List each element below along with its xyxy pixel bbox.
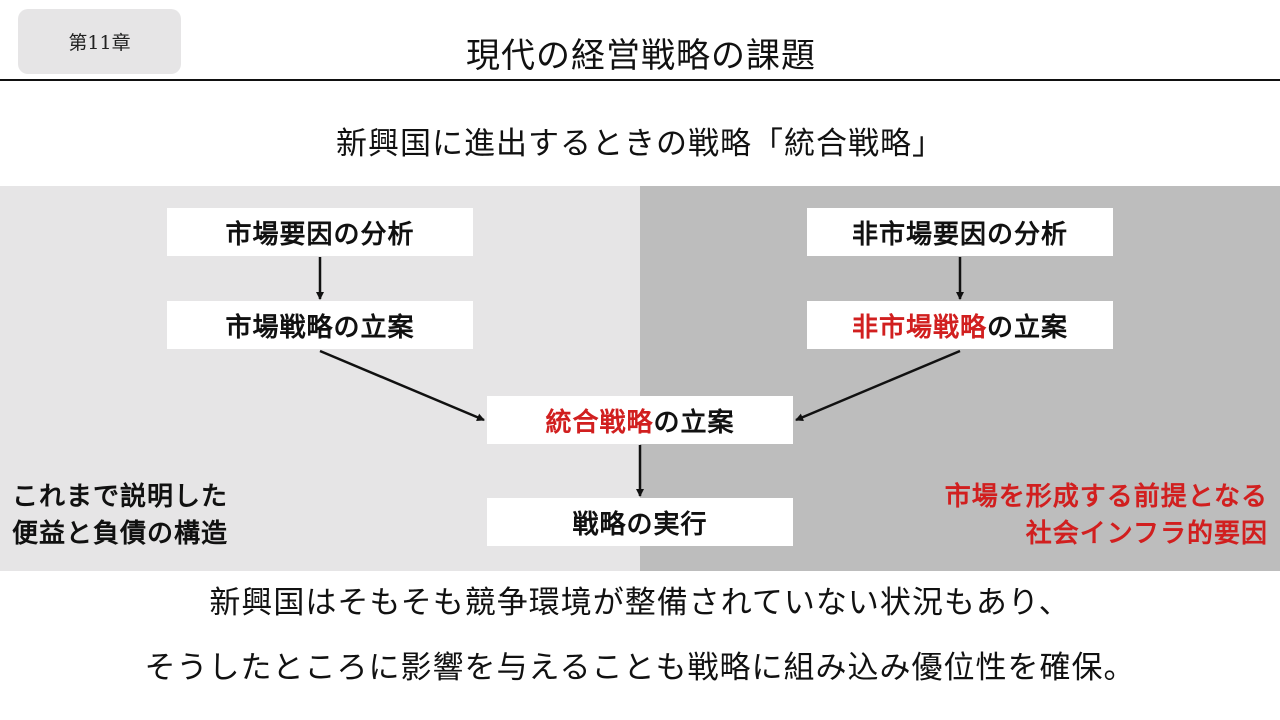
left-note-line2: 便益と負債の構造 <box>12 519 229 549</box>
nonmarket-strategy-rest: の立案 <box>987 312 1069 343</box>
nonmarket-strategy-box: 非市場戦略の立案 <box>807 301 1113 349</box>
market-strategy-box: 市場戦略の立案 <box>167 301 473 349</box>
right-note: 市場を形成する前提となる 社会インフラ的要因 <box>945 479 1268 553</box>
left-note: これまで説明した 便益と負債の構造 <box>12 479 228 553</box>
chapter-label: 第11章 <box>68 32 131 54</box>
nonmarket-analysis-box: 非市場要因の分析 <box>807 208 1113 256</box>
body-text-line2: そうしたところに影響を与えることも戦略に組み込み優位性を確保。 <box>144 650 1136 686</box>
left-note-line1: これまで説明した <box>12 482 229 512</box>
execution-label: 戦略の実行 <box>572 509 708 540</box>
page-title: 現代の経営戦略の課題 <box>466 36 816 76</box>
body-text-line1: 新興国はそもそも競争環境が整備されていない状況もあり、 <box>209 585 1071 621</box>
integrated-strategy-rest: の立案 <box>653 407 735 438</box>
nonmarket-analysis-label: 非市場要因の分析 <box>851 219 1068 250</box>
market-analysis-label: 市場要因の分析 <box>225 219 415 250</box>
execution-box: 戦略の実行 <box>487 498 793 546</box>
nonmarket-strategy-highlight: 非市場戦略 <box>851 312 987 343</box>
integrated-strategy-box: 統合戦略の立案 <box>487 396 793 444</box>
integrated-strategy-highlight: 統合戦略 <box>545 407 654 438</box>
title-divider <box>0 79 1280 81</box>
market-analysis-box: 市場要因の分析 <box>167 208 473 256</box>
right-note-line2: 社会インフラ的要因 <box>1025 519 1268 549</box>
slide-subtitle: 新興国に進出するときの戦略「統合戦略」 <box>336 126 944 162</box>
chapter-badge: 第11章 <box>18 9 181 74</box>
market-strategy-label: 市場戦略の立案 <box>225 312 415 343</box>
right-note-line1: 市場を形成する前提となる <box>944 482 1268 512</box>
